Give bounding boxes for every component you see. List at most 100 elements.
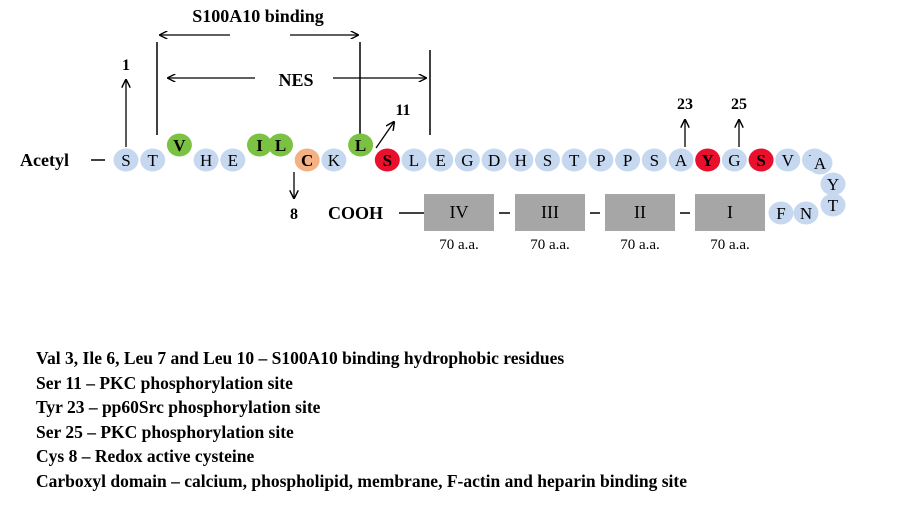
residue-letter: S xyxy=(650,151,659,170)
residue-letter: K xyxy=(328,151,341,170)
residue-letter: E xyxy=(228,151,238,170)
site-8-label: 8 xyxy=(290,206,298,223)
residue-9-k: K xyxy=(321,148,347,172)
residue-22-a: A xyxy=(668,148,694,172)
residue-28-a: A xyxy=(807,151,833,175)
residue-circle xyxy=(220,148,246,172)
residue-letter: N xyxy=(800,204,812,223)
site-23-marker: 23 xyxy=(677,96,693,147)
residue-letter: P xyxy=(596,151,605,170)
residue-2-t: T xyxy=(140,148,166,172)
residue-letter: G xyxy=(728,151,740,170)
site-25-label: 25 xyxy=(731,96,747,113)
residue-letter: S xyxy=(121,151,130,170)
residue-letter: S xyxy=(756,151,765,170)
site-11-label: 11 xyxy=(395,102,410,119)
residue-circle xyxy=(247,133,272,157)
residue-4-h: H xyxy=(193,148,219,172)
residue-circle xyxy=(820,193,846,217)
domain-numeral: I xyxy=(727,202,733,222)
residue-circle xyxy=(615,148,641,172)
cooh-label: COOH xyxy=(328,203,383,223)
residue-7-l: L xyxy=(268,133,293,157)
residue-circle xyxy=(793,201,819,225)
residue-circle xyxy=(113,148,139,172)
domain-length: 70 a.a. xyxy=(530,237,570,253)
residue-circle xyxy=(721,148,747,172)
residue-25-s: S xyxy=(748,148,774,172)
site-25-marker: 25 xyxy=(731,96,747,147)
residue-circle xyxy=(268,133,293,157)
residue-16-h: H xyxy=(508,148,534,172)
domain-numeral: II xyxy=(634,202,646,222)
residue-circle xyxy=(508,148,534,172)
residue-29-y: Y xyxy=(820,172,846,196)
nes-span: NES xyxy=(168,50,431,135)
residue-23-y: Y xyxy=(695,148,721,172)
residue-chain: STVHEILCKLSLEGDHSTPPSAYGSVKAYTNF xyxy=(113,133,846,225)
residue-8-c: C xyxy=(294,148,320,172)
residue-circle xyxy=(294,148,320,172)
residue-circle xyxy=(807,151,833,175)
residue-letter: A xyxy=(675,151,688,170)
legend-line: Ser 25 – PKC phosphorylation site xyxy=(36,421,294,442)
s100a10-binding-span: S100A10 binding xyxy=(156,6,361,135)
site-1-label: 1 xyxy=(122,57,130,74)
residue-circle xyxy=(535,148,560,172)
residue-24-g: G xyxy=(721,148,747,172)
residue-32-f: F xyxy=(768,201,794,225)
residue-21-s: S xyxy=(641,148,667,172)
legend-line: Carboxyl domain – calcium, phospholipid,… xyxy=(36,470,688,491)
residue-letter: Y xyxy=(827,175,839,194)
residue-20-p: P xyxy=(615,148,641,172)
residue-letter: E xyxy=(436,151,446,170)
acetyl-label: Acetyl xyxy=(20,150,69,170)
residue-17-s: S xyxy=(535,148,560,172)
residue-circle xyxy=(193,148,219,172)
residue-circle xyxy=(401,148,427,172)
residue-letter: A xyxy=(814,154,827,173)
residue-circle xyxy=(321,148,347,172)
residue-letter: G xyxy=(461,151,473,170)
residue-18-t: T xyxy=(561,148,587,172)
residue-circle xyxy=(668,148,694,172)
s100a10-binding-label: S100A10 binding xyxy=(192,6,324,26)
residue-circle xyxy=(454,148,480,172)
residue-letter: L xyxy=(409,151,419,170)
residue-11-s: S xyxy=(374,148,400,172)
domain-length: 70 a.a. xyxy=(710,237,750,253)
site-1-marker: 1 xyxy=(122,57,130,147)
residue-letter: T xyxy=(569,151,580,170)
domain-box-iii xyxy=(515,194,585,231)
residue-circle xyxy=(641,148,667,172)
residue-circle xyxy=(481,148,507,172)
legend-line: Ser 11 – PKC phosphorylation site xyxy=(36,372,293,393)
residue-circle xyxy=(768,201,794,225)
residue-31-n: N xyxy=(793,201,819,225)
residue-circle xyxy=(775,148,801,172)
residue-15-d: D xyxy=(481,148,507,172)
residue-letter: V xyxy=(782,151,795,170)
domain-box-i xyxy=(695,194,765,231)
legend: Val 3, Ile 6, Leu 7 and Leu 10 – S100A10… xyxy=(36,346,896,493)
residue-letter: P xyxy=(623,151,632,170)
residue-circle xyxy=(561,148,587,172)
residue-circle xyxy=(374,148,400,172)
residue-letter: C xyxy=(301,151,313,170)
domain-box-ii xyxy=(605,194,675,231)
residue-letter: S xyxy=(543,151,552,170)
residue-19-p: P xyxy=(588,148,614,172)
site-11-marker: 11 xyxy=(375,102,411,149)
legend-line: Val 3, Ile 6, Leu 7 and Leu 10 – S100A10… xyxy=(36,348,565,368)
residue-13-e: E xyxy=(428,148,454,172)
residue-letter: D xyxy=(488,151,500,170)
residue-letter: I xyxy=(256,136,263,155)
residue-10-l: L xyxy=(348,133,374,157)
site-8-marker: 8 xyxy=(290,172,298,223)
residue-5-e: E xyxy=(220,148,246,172)
domain-numeral: III xyxy=(541,202,559,222)
site-23-label: 23 xyxy=(677,96,693,113)
residue-30-t: T xyxy=(820,193,846,217)
residue-circle xyxy=(166,133,192,157)
